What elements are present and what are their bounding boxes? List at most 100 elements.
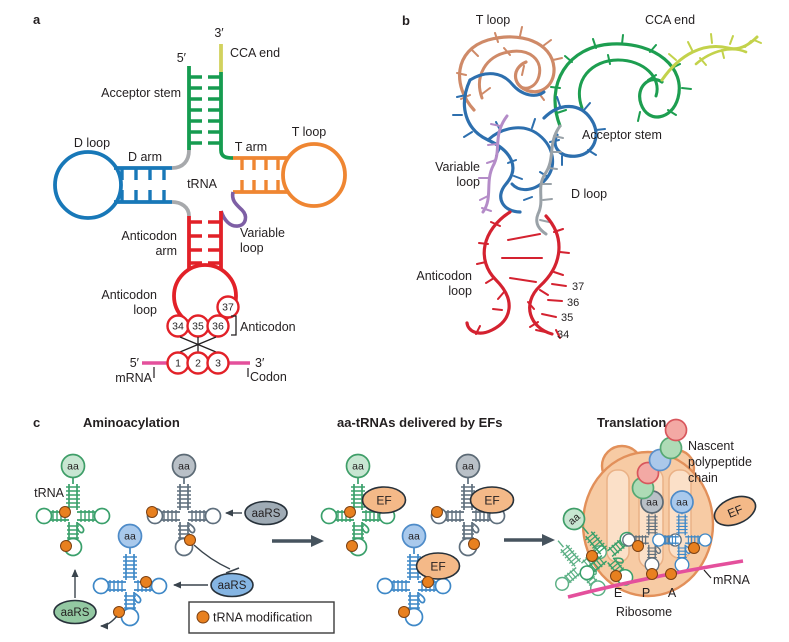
codon-position-2: 2 — [195, 358, 201, 370]
svg-text:aaRS: aaRS — [218, 580, 247, 592]
b-residue-36: 36 — [567, 297, 579, 309]
t-arm-label: T arm — [235, 140, 267, 154]
trna-icon-gray-ef — [430, 473, 506, 557]
aa-circle-blue-ef: aa — [401, 523, 427, 549]
cca-end-label: CCA end — [230, 46, 280, 60]
svg-text:aa: aa — [67, 461, 79, 473]
svg-text:aa: aa — [408, 531, 420, 543]
nascent-label-2: polypeptide — [688, 455, 752, 469]
mrna-five-prime-label: 5′ — [130, 356, 140, 370]
anticodon-loop-label-2: loop — [133, 303, 157, 317]
position-34: 34 — [172, 321, 184, 333]
position-37: 37 — [222, 302, 234, 314]
b-anticodon-loop-label-1: Anticodon — [416, 269, 472, 283]
nascent-label-3: chain — [688, 471, 718, 485]
aa-circle-green: aa — [60, 453, 86, 479]
anticodon-arm-label-2: arm — [155, 244, 177, 258]
d-loop-label: D loop — [74, 136, 110, 150]
aa-circle-gray: aa — [171, 453, 197, 479]
ef-ellipse-blue: EF — [415, 552, 461, 580]
translation-title: Translation — [597, 415, 666, 430]
mrna-three-prime-label: 3′ — [255, 356, 265, 370]
trna-icon-blue — [92, 543, 168, 627]
anticodon-loop-label-1: Anticodon — [101, 288, 157, 302]
legend-label: tRNA modification — [213, 611, 312, 625]
e-site-label: E — [614, 586, 622, 600]
aa-circle-blue: aa — [117, 523, 143, 549]
variable-loop-squiggle — [219, 191, 248, 228]
aars-blue: aaRS — [210, 572, 254, 598]
flow-arrow-1 — [272, 535, 324, 547]
aa-circle-green-ef: aa — [345, 453, 371, 479]
gray-connector-top — [171, 149, 191, 170]
anticodon-circles: 37 34 35 36 — [166, 295, 240, 338]
legend-modification-dot — [196, 610, 210, 624]
aars-green: aaRS — [53, 599, 97, 625]
codon-anticodon-pairing-lines — [179, 336, 217, 353]
aa-circle-a-site: aa — [670, 490, 694, 514]
mrna-label: mRNA — [115, 371, 152, 385]
aa-circle-gray-ef: aa — [455, 453, 481, 479]
panel-c: c Aminoacylation aa-tRNAs delivered by E… — [33, 415, 757, 634]
panel-b: b — [402, 13, 762, 341]
trna-3d-structure — [452, 26, 762, 339]
svg-text:aa: aa — [178, 461, 190, 473]
p-site-label: P — [642, 586, 650, 600]
nascent-chain — [631, 418, 688, 500]
variable-loop-label-1: Variable — [240, 226, 285, 240]
3d-cca-end — [660, 33, 762, 82]
anticodon-label: Anticodon — [240, 320, 296, 334]
3d-anticodon-loop — [465, 210, 570, 339]
anticodon-arm — [172, 211, 238, 329]
d-loop-circle — [53, 150, 123, 220]
aars-gray: aaRS — [244, 500, 288, 526]
3d-gray-linker — [535, 124, 564, 236]
svg-text:EF: EF — [484, 494, 499, 508]
trna-center-label: tRNA — [187, 177, 218, 191]
svg-text:aa: aa — [646, 497, 658, 509]
mrna-curve-label: mRNA — [713, 573, 750, 587]
t-arm — [233, 142, 347, 208]
aminoacylation-section: tRNA aa aa aa aaRS aaRS — [34, 453, 335, 634]
3d-d-loop — [452, 72, 606, 214]
acceptor-stem-label: Acceptor stem — [101, 86, 181, 100]
3d-variable-loop — [478, 114, 509, 214]
b-cca-end-label: CCA end — [645, 13, 695, 27]
panel-a: a 3′ 5′ CCA end Acceptor stem D loop D a… — [33, 12, 347, 385]
panel-a-letter: a — [33, 12, 41, 27]
acceptor-stem — [171, 44, 234, 170]
variable-loop-label-2: loop — [240, 241, 264, 255]
gray-connector-bottom — [171, 200, 191, 217]
b-variable-loop-label-2: loop — [456, 175, 480, 189]
translation-section: aa aa aa — [533, 418, 757, 619]
b-anticodon-loop-label-2: loop — [448, 284, 472, 298]
svg-text:aa: aa — [124, 531, 136, 543]
svg-text:aaRS: aaRS — [61, 607, 90, 619]
modification-dots-s1 — [59, 506, 196, 618]
flow-arrow-2 — [504, 534, 555, 546]
delivery-title: aa-tRNAs delivered by EFs — [337, 415, 502, 430]
codon-position-3: 3 — [215, 358, 221, 370]
three-prime-label: 3′ — [214, 26, 224, 40]
aa-circle-e-site: aa — [562, 507, 586, 531]
mrna-strand: 1 2 3 — [142, 351, 250, 378]
position-35: 35 — [192, 321, 204, 333]
ef-ellipse-gray: EF — [469, 486, 515, 514]
modification-dots-s2 — [344, 506, 480, 618]
trna-icon-gray — [146, 473, 222, 557]
3d-acceptor-stem — [550, 34, 692, 128]
svg-text:EF: EF — [376, 494, 391, 508]
svg-text:EF: EF — [430, 560, 445, 574]
3d-t-loop — [456, 26, 563, 112]
t-loop-label: T loop — [292, 125, 327, 139]
b-residue-35: 35 — [561, 312, 573, 324]
aminoacylation-title: Aminoacylation — [83, 415, 180, 430]
panel-b-letter: b — [402, 13, 410, 28]
b-d-loop-label: D loop — [571, 187, 607, 201]
ef-ellipse-green: EF — [361, 486, 407, 514]
legend-box: tRNA modification — [188, 601, 335, 634]
five-prime-label: 5′ — [177, 51, 187, 65]
svg-text:aa: aa — [676, 497, 688, 509]
modification-dots-s3 — [586, 540, 700, 582]
